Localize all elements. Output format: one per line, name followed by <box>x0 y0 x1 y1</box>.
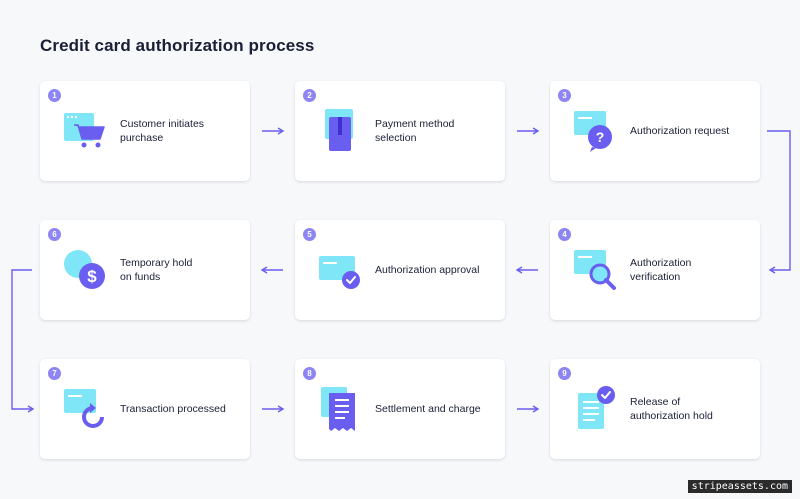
step-number-badge: 7 <box>48 367 61 380</box>
step-label: Temporary hold on funds <box>120 257 193 283</box>
step-number-badge: 9 <box>558 367 571 380</box>
step-label: Release of authorization hold <box>630 396 713 422</box>
step-label: Authorization request <box>630 125 730 137</box>
document-release-icon <box>572 385 620 433</box>
receipt-icon <box>317 385 365 433</box>
step-number-badge: 5 <box>303 228 316 241</box>
step-label: Customer initiates purchase <box>120 118 205 144</box>
step-label: Authorization approval <box>375 264 480 276</box>
step-number-badge: 8 <box>303 367 316 380</box>
svg-text:?: ? <box>596 129 605 145</box>
arrow-6-7 <box>11 269 35 413</box>
card-approved-icon <box>317 246 365 294</box>
magnifier-verify-icon <box>572 246 620 294</box>
dollar-hold-icon: $ <box>62 246 110 294</box>
question-request-icon: ? <box>572 107 620 155</box>
step-number-badge: 4 <box>558 228 571 241</box>
step-card-5: 5 Authorization approval <box>295 220 505 320</box>
step-card-9: 9 Release of authorization hold <box>550 359 760 459</box>
step-card-3: 3 ? Authorization request <box>550 81 760 181</box>
step-label: Payment method selection <box>375 118 455 144</box>
diagram-title: Credit card authorization process <box>40 36 315 55</box>
step-card-6: 6 $ Temporary hold on funds <box>40 220 250 320</box>
payment-card-icon <box>317 107 365 155</box>
arrow-3-4 <box>767 130 791 274</box>
svg-text:$: $ <box>87 267 97 286</box>
refresh-processing-icon <box>62 385 110 433</box>
step-number-badge: 2 <box>303 89 316 102</box>
watermark-text: stripeassets.com <box>687 480 792 493</box>
step-number-badge: 1 <box>48 89 61 102</box>
step-number-badge: 6 <box>48 228 61 241</box>
step-card-7: 7 Transaction processed <box>40 359 250 459</box>
step-card-8: 8 Settlement and charge <box>295 359 505 459</box>
step-label: Settlement and charge <box>375 403 481 415</box>
step-label: Authorization verification <box>630 257 692 283</box>
step-card-4: 4 Authorization verification <box>550 220 760 320</box>
step-number-badge: 3 <box>558 89 571 102</box>
shopping-cart-icon <box>62 107 110 155</box>
step-card-1: 1 Customer initiates purchase <box>40 81 250 181</box>
step-label: Transaction processed <box>120 403 226 415</box>
step-card-2: 2 Payment method selection <box>295 81 505 181</box>
